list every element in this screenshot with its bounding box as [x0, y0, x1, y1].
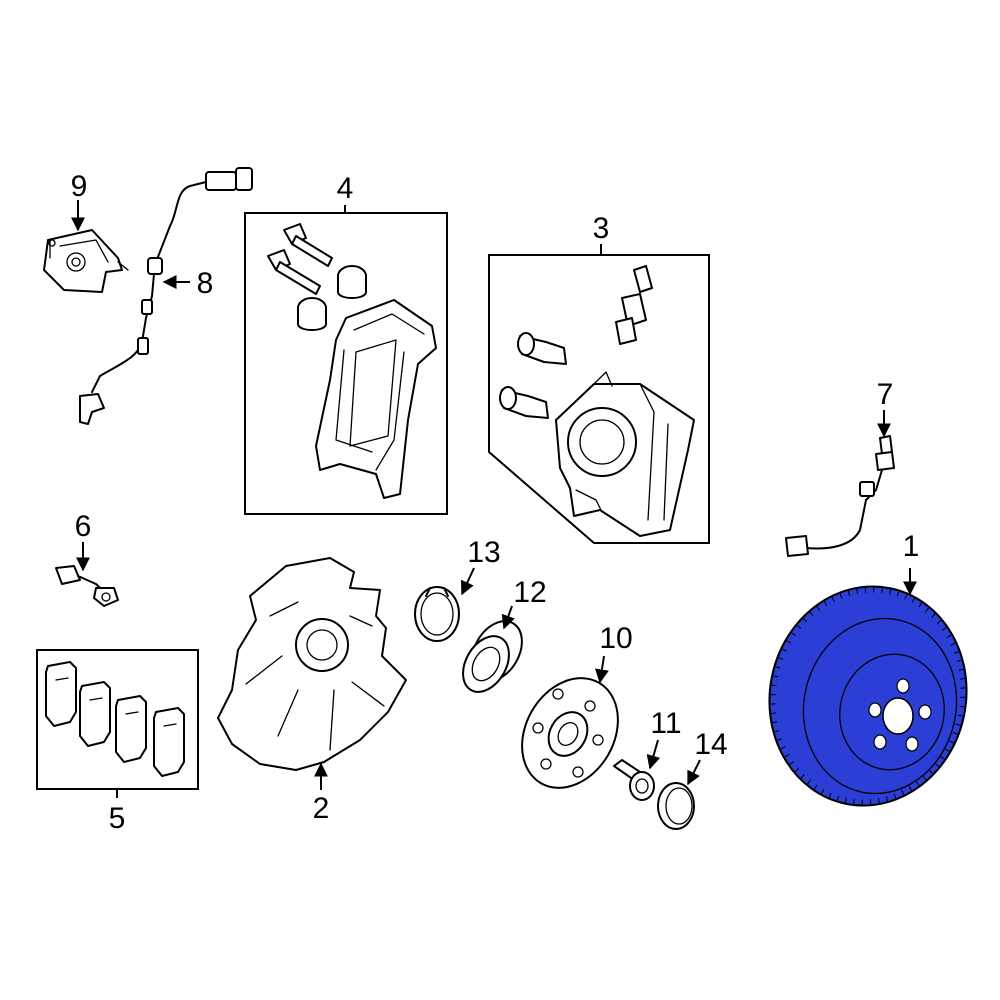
callout-3: 3: [593, 212, 610, 245]
callout-9: 9: [71, 170, 88, 203]
dust-shield-part[interactable]: [217, 557, 407, 771]
brake-hose-part[interactable]: [785, 435, 895, 557]
callout-4: 4: [337, 172, 354, 205]
callout-6: 6: [75, 510, 92, 543]
callout-14: 14: [694, 728, 727, 761]
caliper-bracket-kit-part[interactable]: [267, 223, 437, 499]
caliper-assembly-box: [488, 254, 710, 544]
callout-labels: 1 2 3 4 5 6 7 8 9 10 11 12 13 14: [71, 170, 920, 835]
wheel-hub-part[interactable]: [503, 661, 637, 805]
callout-10: 10: [599, 622, 632, 655]
wheel-speed-sensor-harness-part[interactable]: [79, 167, 253, 425]
callout-5: 5: [109, 802, 126, 835]
brake-pad-set-part[interactable]: [45, 661, 185, 777]
pad-wear-sensor-part[interactable]: [55, 565, 119, 607]
wheel-bearing-part[interactable]: [454, 612, 532, 700]
callout-13: 13: [467, 536, 500, 569]
callout-2: 2: [313, 792, 330, 825]
caliper-assembly-part[interactable]: [499, 265, 695, 537]
snap-ring-part[interactable]: [414, 586, 460, 642]
callout-11: 11: [650, 707, 681, 740]
callout-7: 7: [877, 378, 894, 411]
callout-1: 1: [903, 530, 920, 563]
callout-12: 12: [513, 576, 546, 609]
brake-rotor-part[interactable]: [749, 568, 986, 824]
hub-cap-part[interactable]: [657, 782, 695, 830]
hub-bolt-part[interactable]: [613, 759, 655, 801]
callout-8: 8: [197, 267, 214, 300]
leader-arrows: [71, 200, 917, 798]
abs-sensor-bracket-part[interactable]: [43, 229, 129, 293]
